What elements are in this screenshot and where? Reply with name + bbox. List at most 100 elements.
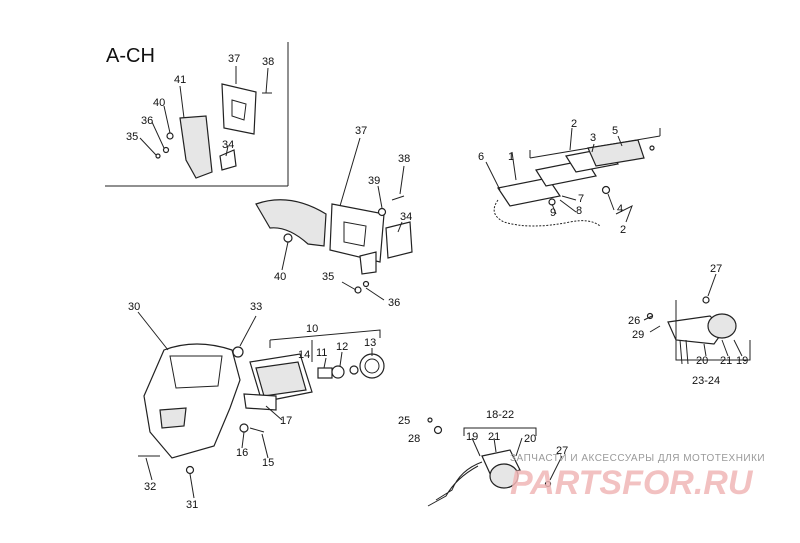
headlight-bracket	[243, 393, 277, 411]
front-turn-signal: 18-22 25 28 19 21 20 27	[398, 409, 568, 507]
grommet-33	[232, 346, 244, 358]
nut-36	[362, 280, 370, 288]
label-41: 41	[174, 74, 186, 86]
nut-31	[185, 465, 195, 475]
nut-27	[702, 296, 710, 304]
watermark-tagline: ЗАПЧАСТИ И АКСЕССУАРЫ ДЛЯ МОТОТЕХНИКИ	[510, 453, 765, 464]
label-6: 6	[478, 151, 484, 163]
front-fairing	[143, 343, 241, 459]
label-23-24: 23-24	[692, 375, 720, 387]
bulb-11	[331, 365, 345, 379]
label-34-inset: 34	[222, 139, 234, 151]
label-1: 1	[508, 151, 514, 163]
label-27-right: 27	[710, 263, 722, 275]
screw-25	[427, 417, 433, 423]
label-37-inset: 37	[228, 53, 240, 65]
plate-holder	[329, 203, 385, 263]
label-10: 10	[306, 323, 318, 335]
label-19-front: 19	[466, 431, 478, 443]
inset-nut-36	[162, 146, 170, 154]
inset-plate-cross	[231, 99, 247, 121]
label-12: 12	[336, 341, 348, 353]
label-2-bottom: 2	[620, 224, 626, 236]
fairing-window	[169, 355, 223, 389]
label-27-front: 27	[556, 445, 568, 457]
a-ch-inset: A-CH 37 38 41 40 36 35 34	[105, 42, 289, 187]
label-17: 17	[280, 415, 292, 427]
label-35: 35	[322, 271, 334, 283]
bulb-socket-14	[317, 367, 333, 379]
inset-bracket-34	[219, 149, 237, 171]
label-25: 25	[398, 415, 410, 427]
label-36: 36	[388, 297, 400, 309]
label-32: 32	[144, 481, 156, 493]
washer-16	[239, 423, 249, 433]
label-33: 33	[250, 301, 262, 313]
inset-fender	[179, 115, 213, 179]
label-9: 9	[550, 207, 556, 219]
nut-40	[283, 233, 293, 243]
label-8: 8	[576, 205, 582, 217]
screw-5	[649, 145, 655, 151]
inset-washer-40	[166, 132, 174, 140]
nut-27-front	[544, 480, 552, 488]
label-39: 39	[368, 175, 380, 187]
front-signal-wires	[427, 461, 483, 507]
rear-turn-signal: 27 26 29 20 21 19 23-24	[628, 263, 751, 387]
label-38-inset: 38	[262, 56, 274, 68]
label-30: 30	[128, 301, 140, 313]
label-40: 40	[274, 271, 286, 283]
signal-lens	[707, 313, 737, 339]
rear-fender	[255, 199, 327, 247]
tail-lens	[587, 139, 645, 167]
bolt-38	[391, 195, 405, 201]
label-34: 34	[400, 211, 412, 223]
label-29: 29	[632, 329, 644, 341]
signal-bracket	[675, 300, 751, 361]
washer-39	[377, 207, 387, 217]
plate-holder-cross	[343, 221, 367, 247]
tail-harness	[493, 199, 601, 227]
headlight-lens	[255, 361, 307, 397]
section-header: A-CH	[106, 45, 155, 67]
label-35-inset: 35	[126, 131, 138, 143]
label-37: 37	[355, 125, 367, 137]
label-4: 4	[617, 203, 623, 215]
bulb-4	[601, 185, 611, 195]
nut-28	[433, 425, 443, 435]
plate-bracket	[385, 221, 413, 259]
watermark-brand: PARTSFOR.RU	[510, 464, 754, 502]
label-26: 26	[628, 315, 640, 327]
label-2-top: 2	[571, 118, 577, 130]
label-5: 5	[612, 125, 618, 137]
label-20-right: 20	[696, 355, 708, 367]
label-40-inset: 40	[153, 97, 165, 109]
label-11: 11	[316, 347, 327, 359]
label-28: 28	[408, 433, 420, 445]
fairing-vent	[159, 407, 187, 429]
label-21-right: 21	[720, 355, 732, 367]
label-14: 14	[298, 349, 310, 361]
label-3: 3	[590, 132, 596, 144]
label-19-right: 19	[736, 355, 748, 367]
inset-screw-35	[155, 153, 161, 159]
group-bracket-10	[269, 329, 381, 348]
taillight-assembly: 2 3 5 6 1 7 8 9 4 2	[478, 118, 661, 236]
group-bracket-18-22	[463, 427, 537, 436]
label-7: 7	[578, 193, 584, 205]
rear-fender-group: 37 38 39 34 40 35 36	[255, 125, 413, 309]
label-38: 38	[398, 153, 410, 165]
watermark: ЗАПЧАСТИ И АКСЕССУАРЫ ДЛЯ МОТОТЕХНИКИ PA…	[510, 453, 765, 502]
label-36-inset: 36	[141, 115, 153, 127]
label-31: 31	[186, 499, 198, 511]
plate-mount	[359, 251, 377, 275]
label-13: 13	[364, 337, 376, 349]
label-21-front: 21	[488, 431, 500, 443]
bulb-holder-13	[359, 353, 385, 379]
inset-plate-holder	[221, 83, 257, 135]
label-18-22: 18-22	[486, 409, 514, 421]
label-16: 16	[236, 447, 248, 459]
bolt-15	[249, 427, 265, 433]
